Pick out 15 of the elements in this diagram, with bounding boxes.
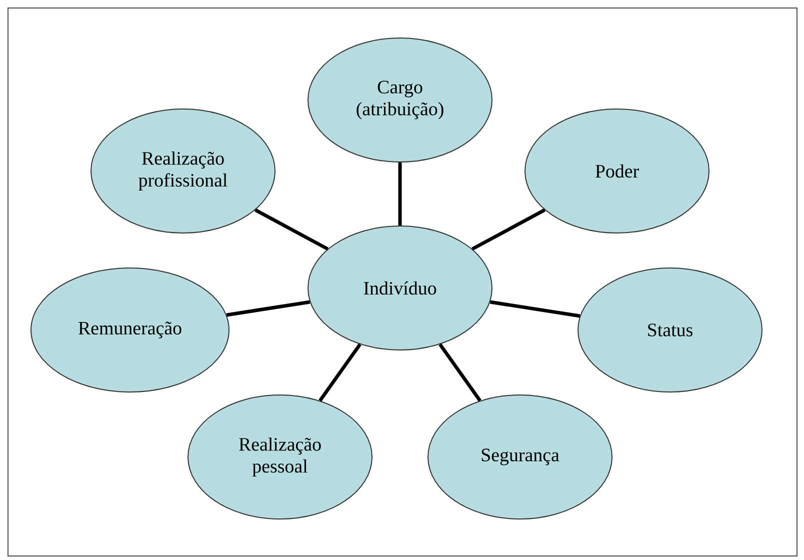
ellipse-node: Segurança — [428, 394, 612, 520]
connector-line — [471, 208, 546, 251]
connector-line — [318, 343, 362, 402]
connector-line — [490, 300, 580, 318]
ellipse-node: Poder — [524, 108, 710, 234]
connector-line — [254, 208, 329, 251]
ellipse-node: Indivíduo — [308, 225, 492, 350]
ellipse-node: Realização profissional — [90, 108, 276, 234]
connector-line — [226, 300, 310, 317]
connector-line — [398, 162, 402, 226]
ellipse-node: Remuneração — [30, 267, 230, 392]
ellipse-node: Status — [578, 267, 762, 392]
ellipse-node: Cargo (atribuição) — [308, 38, 492, 162]
connector-line — [438, 343, 482, 402]
ellipse-node: Realização pessoal — [188, 394, 372, 520]
